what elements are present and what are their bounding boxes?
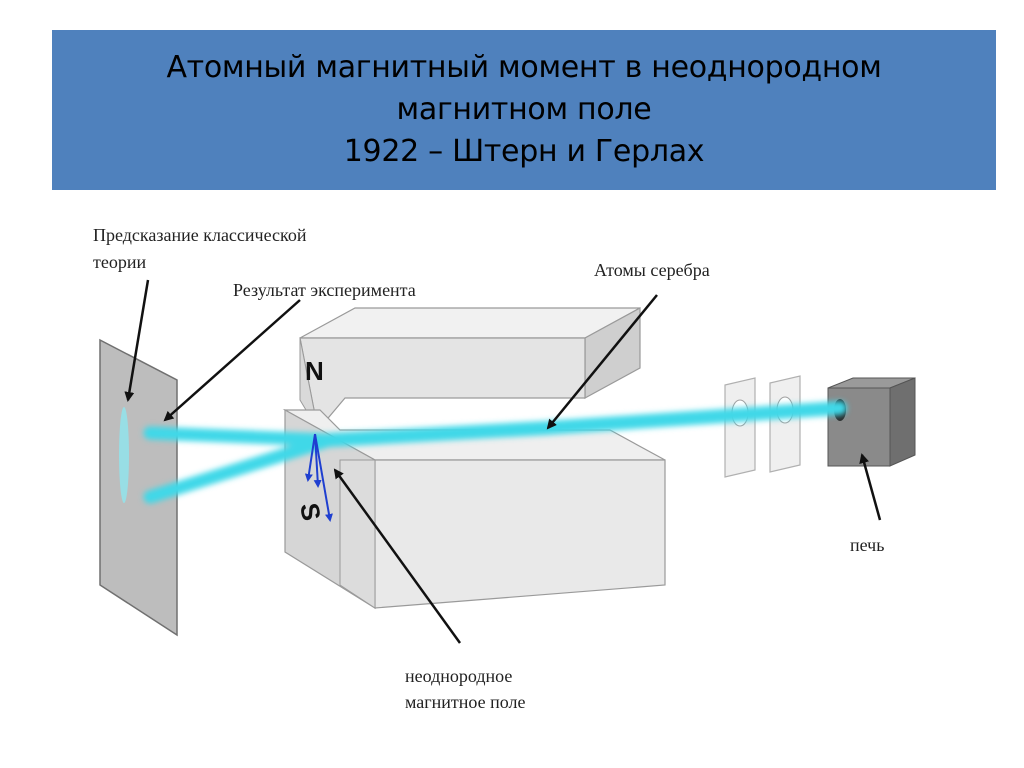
collimator-slit-2 xyxy=(769,375,801,473)
label-oven: печь xyxy=(850,535,884,555)
title-banner: Атомный магнитный момент в неоднородном … xyxy=(52,30,996,190)
atom-beam xyxy=(143,401,847,504)
magnet-south xyxy=(282,408,666,610)
magnet-north xyxy=(299,306,641,432)
title-line-1: Атомный магнитный момент в неоднородном xyxy=(166,50,882,85)
label-experiment-result: Результат эксперимента xyxy=(233,280,416,300)
field-gradient-arrows xyxy=(304,433,333,522)
label-silver-atoms: Атомы серебра xyxy=(594,260,710,280)
label-field-1: неоднородное xyxy=(405,666,512,686)
pointer-result xyxy=(163,299,301,422)
label-classical-prediction-2: теории xyxy=(93,252,146,272)
pole-s-label: S xyxy=(294,501,327,523)
detector-screen xyxy=(99,338,178,637)
collimator-slit-1 xyxy=(724,377,756,478)
pointer-field xyxy=(333,468,462,644)
pointer-classical xyxy=(124,279,150,402)
label-classical-prediction-1: Предсказание классической xyxy=(93,225,307,245)
oven-box xyxy=(827,377,916,467)
label-field-2: магнитное поле xyxy=(405,692,525,712)
title-line-3: 1922 – Штерн и Герлах xyxy=(343,134,705,169)
pole-n-label: N xyxy=(305,356,324,386)
classical-spot xyxy=(119,407,129,503)
title-line-2: магнитном поле xyxy=(396,92,652,127)
pointer-oven xyxy=(859,453,882,521)
pointer-silver-atoms xyxy=(546,294,658,430)
